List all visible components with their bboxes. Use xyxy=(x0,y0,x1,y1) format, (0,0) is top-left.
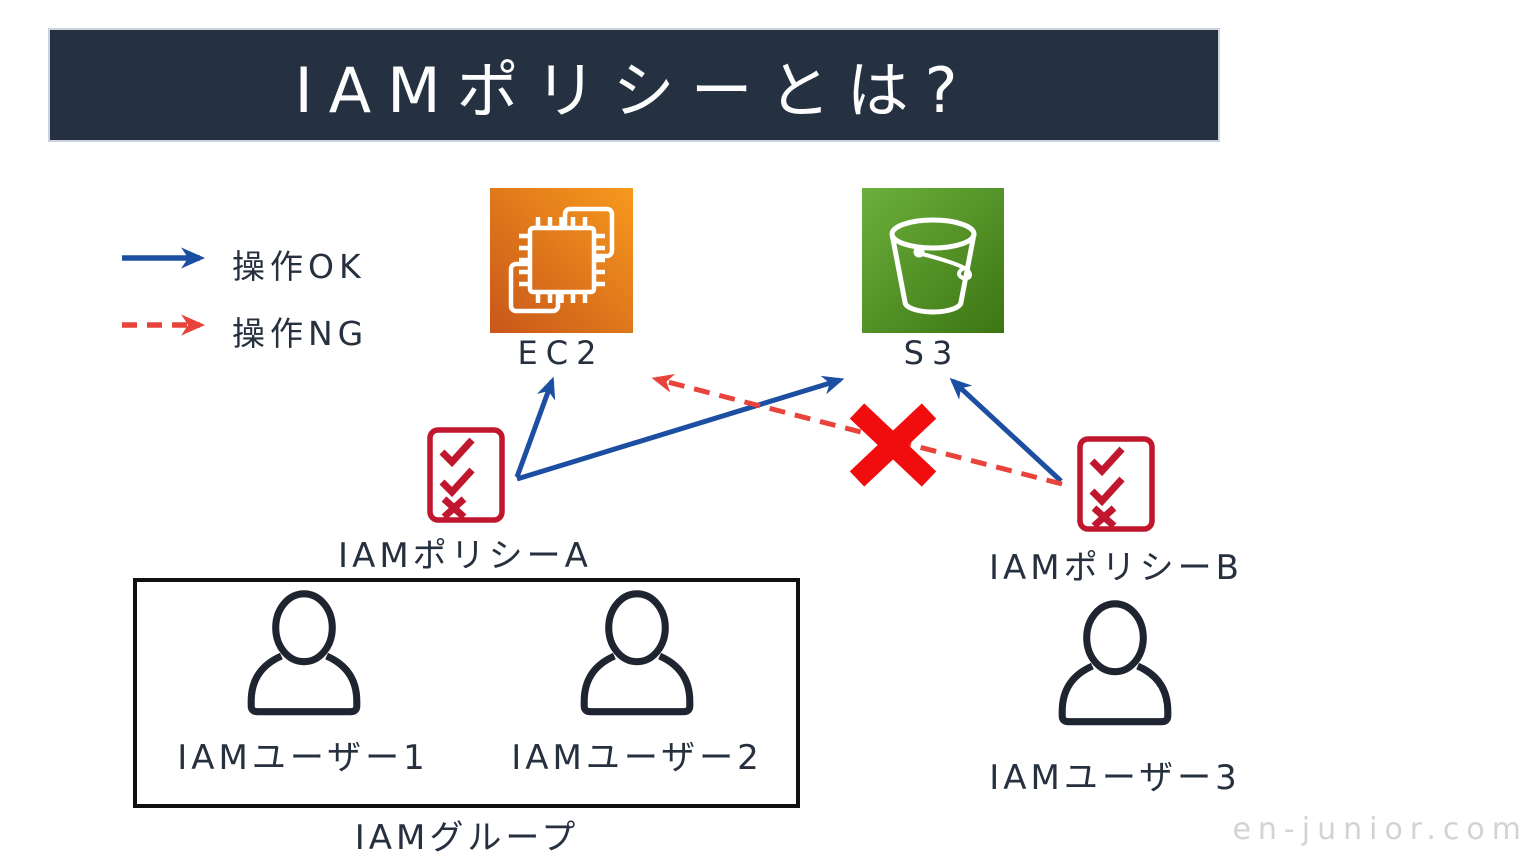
page-title: IAMポリシーとは? xyxy=(294,54,974,127)
iam-user-2 xyxy=(571,586,703,728)
policy-b xyxy=(1077,436,1155,532)
s3-label: S3 xyxy=(903,334,961,372)
denied-cross-icon xyxy=(849,403,937,487)
iam-user-3 xyxy=(1049,596,1181,738)
policy-b-label: IAMポリシーB xyxy=(989,548,1243,588)
person-icon xyxy=(580,590,694,716)
legend-ng-label: 操作NG xyxy=(232,314,369,353)
iam-user-1-label: IAMユーザー1 xyxy=(177,738,429,778)
ec2-service xyxy=(490,188,633,333)
iam-user-2-label: IAMユーザー2 xyxy=(511,738,763,778)
iam-group-label: IAMグループ xyxy=(354,818,580,858)
arrow-policy-a-to-ec2 xyxy=(514,376,556,478)
ec2-label: EC2 xyxy=(517,334,605,372)
policy-checklist-icon xyxy=(1077,436,1155,532)
arrow-policy-b-to-ec2-denied xyxy=(651,373,1063,487)
arrow-policy-a-to-s3 xyxy=(516,375,845,482)
s3-icon xyxy=(862,188,1004,333)
ec2-icon xyxy=(490,188,633,333)
policy-a-label: IAMポリシーA xyxy=(338,536,592,576)
policy-a xyxy=(427,427,505,523)
iam-user-3-label: IAMユーザー3 xyxy=(989,758,1241,798)
policy-checklist-icon xyxy=(427,427,505,523)
person-icon xyxy=(247,590,361,716)
person-icon xyxy=(1058,600,1172,726)
iam-user-1 xyxy=(238,586,370,728)
iam-group-box xyxy=(133,578,800,808)
watermark: en-junior.com xyxy=(1232,812,1528,847)
arrow-policy-b-to-s3 xyxy=(949,377,1063,483)
legend-ok-label: 操作OK xyxy=(232,247,366,286)
title-bar: IAMポリシーとは? xyxy=(48,28,1220,142)
s3-service xyxy=(862,188,1004,333)
